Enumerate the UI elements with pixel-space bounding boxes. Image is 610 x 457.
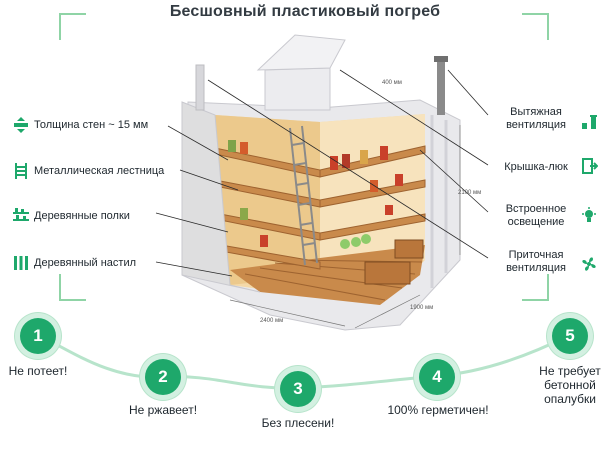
step-badge-4: 4 — [419, 359, 455, 395]
step-badge-1: 1 — [20, 318, 56, 354]
step-text-5-line2: бетонной — [544, 378, 596, 392]
page-title: Бесшовный пластиковый погреб — [169, 3, 441, 20]
label-lighting-line1: Встроенное — [505, 203, 567, 215]
floor-icon — [14, 256, 28, 270]
label-exhaust-vent: Вытяжная вентиляция — [496, 106, 576, 132]
light-icon — [582, 207, 596, 222]
label-hatch-line1: Крышка-люк — [504, 161, 568, 173]
label-wooden-floor: Деревянный настил — [34, 257, 137, 269]
step-text-3: Без плесени! — [261, 416, 335, 430]
label-wall-thickness: Толщина стен ~ 15 мм — [34, 119, 149, 131]
dimension-width: 2400 мм — [260, 318, 284, 324]
label-lighting-line2: освещение — [507, 216, 565, 228]
step-badge-3: 3 — [280, 371, 316, 407]
exhaust-vent-icon — [582, 115, 597, 129]
step-text-2: Не ржавеет! — [128, 403, 198, 417]
step-text-1: Не потеет! — [8, 364, 68, 378]
label-supply-vent-line1: Приточная — [508, 249, 564, 261]
frame-corner-bottom-right — [522, 274, 549, 301]
label-exhaust-vent-line1: Вытяжная — [510, 106, 562, 118]
label-supply-vent: Приточная вентиляция — [496, 249, 576, 275]
label-hatch: Крышка-люк — [496, 161, 576, 174]
label-wooden-shelves: Деревянные полки — [34, 210, 130, 222]
frame-corner-top-right — [522, 13, 549, 40]
frame-corner-top-left — [59, 13, 86, 40]
dimension-depth: 1900 мм — [410, 305, 434, 311]
wall-thickness-icon — [14, 117, 28, 133]
dimension-neck: 400 мм — [382, 80, 402, 86]
dimension-height: 2100 мм — [458, 190, 482, 196]
fan-icon — [582, 257, 596, 271]
label-metal-ladder: Металлическая лестница — [34, 165, 165, 177]
step-text-4: 100% герметичен! — [387, 403, 489, 417]
step-text-5-line1: Не требует — [539, 364, 601, 378]
label-lighting: Встроенное освещение — [496, 203, 576, 229]
hatch-icon — [582, 158, 598, 174]
cellar-illustration — [181, 34, 461, 331]
step-text-5-line3: опалубки — [544, 392, 596, 406]
frame-corner-bottom-left — [59, 274, 86, 301]
step-text-5: Не требует бетонной опалубки — [530, 364, 610, 406]
ladder-icon — [15, 163, 27, 179]
step-badge-5: 5 — [552, 318, 588, 354]
step-badge-2: 2 — [145, 359, 181, 395]
label-exhaust-vent-line2: вентиляция — [506, 119, 566, 131]
shelves-icon — [13, 208, 29, 221]
label-supply-vent-line2: вентиляция — [506, 262, 566, 274]
